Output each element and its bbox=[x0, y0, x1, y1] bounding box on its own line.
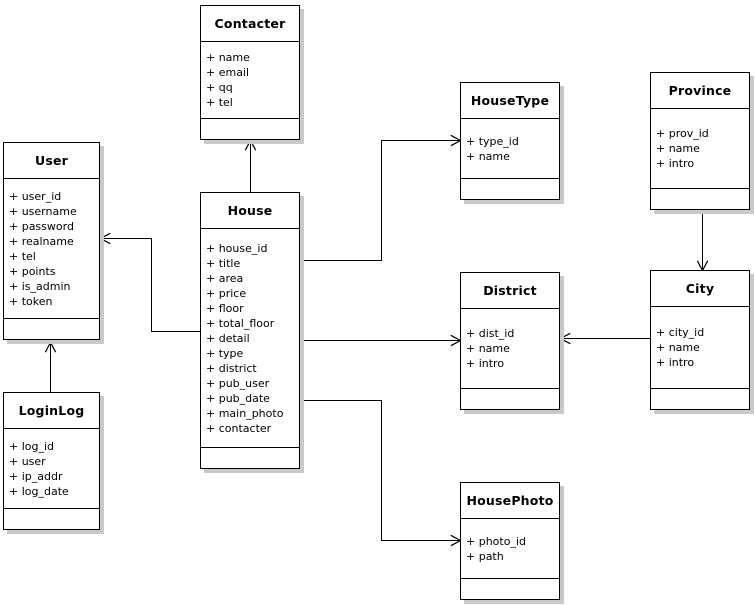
attribute-row: + user_id bbox=[9, 189, 62, 203]
entity-methods-compartment bbox=[201, 118, 299, 139]
attribute-row: + main_photo bbox=[206, 406, 284, 420]
entity-attributes-district: + dist_id + name + intro bbox=[461, 309, 559, 388]
attribute-row: + token bbox=[9, 294, 53, 308]
attribute-row: + path bbox=[466, 549, 504, 563]
entity-housephoto[interactable]: HousePhoto+ photo_id+ path bbox=[460, 482, 560, 600]
attribute-row: + intro bbox=[656, 157, 695, 170]
attribute-row: + is_admin bbox=[9, 279, 71, 293]
attribute-row: + qq bbox=[206, 81, 233, 94]
entity-methods-compartment bbox=[201, 447, 299, 468]
entity-attributes-user: + user_id+ username+ password+ realname+… bbox=[4, 179, 99, 318]
attribute-row: + intro bbox=[656, 356, 695, 369]
attribute-row: + password bbox=[9, 219, 74, 233]
attribute-row: + detail bbox=[206, 331, 250, 345]
entity-district[interactable]: District + dist_id + name + intro bbox=[460, 272, 560, 410]
attribute-row: + price bbox=[206, 286, 247, 300]
attribute-row: + user bbox=[9, 454, 46, 468]
connector-loginlog-to-user[interactable] bbox=[44, 341, 57, 393]
connector-house-to-housephoto[interactable] bbox=[300, 400, 462, 547]
attribute-row: + ip_addr bbox=[9, 469, 63, 483]
entity-title-user: User bbox=[4, 143, 99, 179]
attribute-row: + name bbox=[466, 342, 510, 355]
entity-house[interactable]: House+ house_id+ title+ area+ price+ flo… bbox=[200, 192, 300, 469]
entity-title-district: District bbox=[461, 273, 559, 309]
entity-city[interactable]: City + city_id + name + intro bbox=[650, 270, 750, 410]
attribute-row: + floor bbox=[206, 301, 244, 315]
entity-contacter[interactable]: Contacter + name + email + qq + tel bbox=[200, 5, 300, 140]
attribute-row: + city_id bbox=[656, 326, 705, 339]
attribute-row: + name bbox=[206, 51, 250, 64]
attribute-row: + photo_id bbox=[466, 534, 526, 548]
attribute-row: + pub_date bbox=[206, 391, 270, 405]
entity-methods-compartment bbox=[461, 388, 559, 409]
arrowhead bbox=[44, 341, 57, 353]
attribute-row: + intro bbox=[466, 357, 505, 370]
attribute-row: + email bbox=[206, 66, 250, 79]
entity-methods-compartment bbox=[4, 508, 99, 529]
attribute-row: + house_id bbox=[206, 241, 268, 255]
attribute-row: + prov_id bbox=[656, 127, 709, 140]
attribute-row: + area bbox=[206, 271, 244, 285]
attribute-row: + total_floor bbox=[206, 316, 275, 330]
entity-attributes-contacter: + name + email + qq + tel bbox=[201, 42, 299, 118]
entity-attributes-house: + house_id+ title+ area+ price+ floor+ t… bbox=[201, 229, 299, 447]
entity-title-housetype: HouseType bbox=[461, 83, 559, 119]
entity-attributes-province: + prov_id + name + intro bbox=[651, 109, 749, 188]
connector-city-to-district[interactable] bbox=[559, 332, 651, 345]
entity-methods-compartment bbox=[461, 578, 559, 599]
connector-house-to-contacter[interactable] bbox=[244, 139, 257, 193]
entity-attributes-loginlog: + log_id+ user+ ip_addr+ log_date bbox=[4, 429, 99, 508]
connector-house-to-housetype[interactable] bbox=[300, 134, 462, 261]
entity-province[interactable]: Province + prov_id + name + intro bbox=[650, 72, 750, 210]
arrowhead bbox=[244, 139, 257, 151]
entity-housetype[interactable]: HouseType+ type_id+ name bbox=[460, 82, 560, 200]
attribute-row: + username bbox=[9, 204, 77, 218]
entity-attributes-city: + city_id + name + intro bbox=[651, 307, 749, 388]
entity-user[interactable]: User+ user_id+ username+ password+ realn… bbox=[3, 142, 100, 340]
entity-title-loginlog: LoginLog bbox=[4, 393, 99, 429]
attribute-row: + points bbox=[9, 264, 56, 278]
attribute-row: + type_id bbox=[466, 134, 519, 148]
attribute-row: + log_date bbox=[9, 484, 69, 498]
attribute-row: + name bbox=[466, 149, 510, 163]
attribute-row: + dist_id bbox=[466, 327, 515, 340]
attribute-row: + log_id bbox=[9, 439, 55, 453]
attribute-row: + type bbox=[206, 346, 244, 360]
entity-methods-compartment bbox=[461, 178, 559, 199]
connector-house-to-district[interactable] bbox=[300, 334, 462, 347]
attribute-row: + pub_user bbox=[206, 376, 270, 390]
attribute-row: + realname bbox=[9, 234, 74, 248]
arrowhead bbox=[559, 332, 571, 345]
entity-title-contacter: Contacter bbox=[201, 6, 299, 42]
attribute-row: + tel bbox=[9, 249, 36, 263]
entity-title-house: House bbox=[201, 193, 299, 229]
connector-house-to-user[interactable] bbox=[99, 232, 201, 332]
entity-methods-compartment bbox=[4, 318, 99, 339]
attribute-row: + district bbox=[206, 361, 257, 375]
entity-methods-compartment bbox=[651, 388, 749, 409]
entity-title-housephoto: HousePhoto bbox=[461, 483, 559, 519]
attribute-row: + title bbox=[206, 256, 241, 270]
entity-methods-compartment bbox=[651, 188, 749, 209]
attribute-row: + tel bbox=[206, 96, 233, 109]
entity-title-city: City bbox=[651, 271, 749, 307]
arrowhead bbox=[99, 232, 111, 245]
connector-province-to-city[interactable] bbox=[696, 210, 709, 272]
attribute-row: + name bbox=[656, 341, 700, 354]
entity-attributes-housetype: + type_id+ name bbox=[461, 119, 559, 178]
entity-attributes-housephoto: + photo_id+ path bbox=[461, 519, 559, 578]
attribute-row: + name bbox=[656, 142, 700, 155]
entity-loginlog[interactable]: LoginLog+ log_id+ user+ ip_addr+ log_dat… bbox=[3, 392, 100, 530]
attribute-row: + contacter bbox=[206, 421, 272, 435]
entity-title-province: Province bbox=[651, 73, 749, 109]
